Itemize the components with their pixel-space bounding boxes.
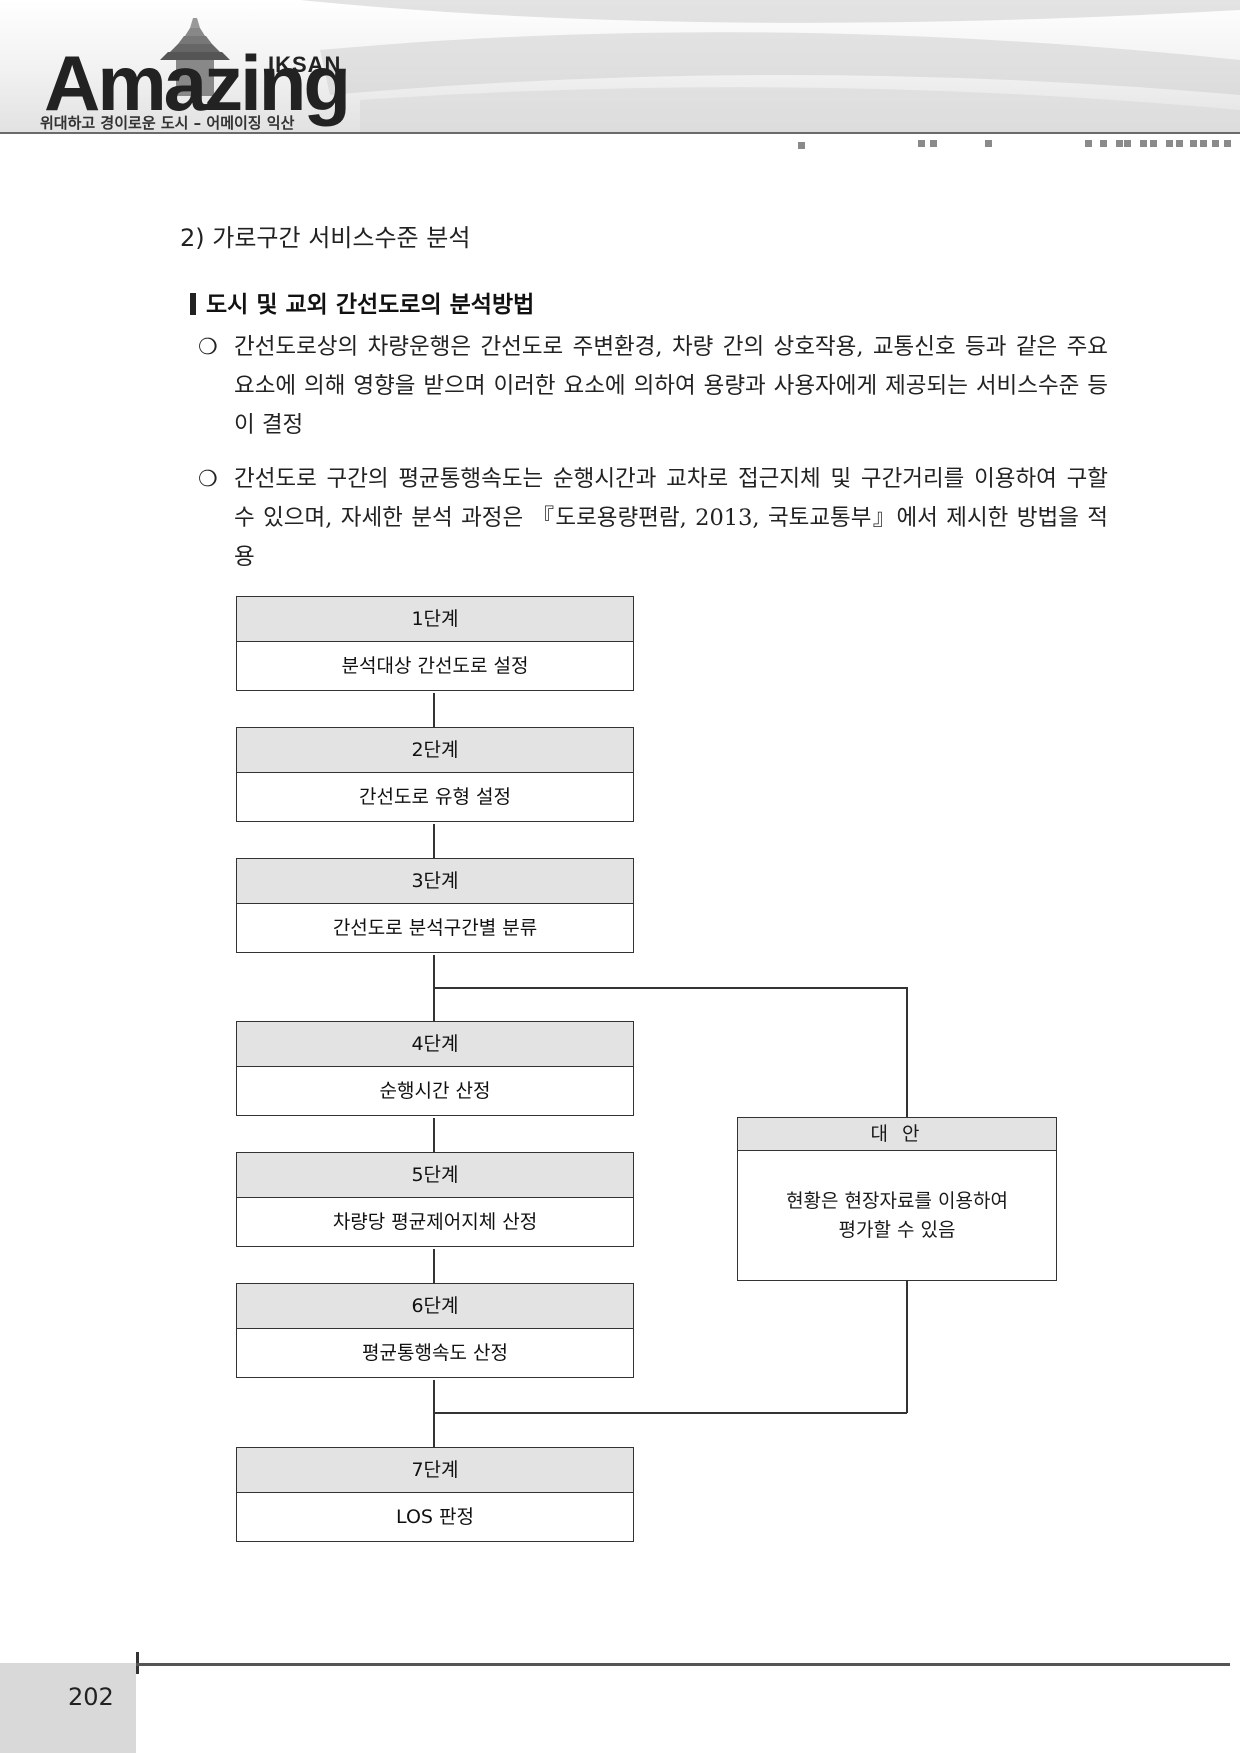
connector-4-5 (433, 1118, 435, 1152)
step-6-desc: 평균통행속도 산정 (237, 1329, 633, 1377)
step-4-label: 4단계 (237, 1022, 633, 1067)
alternative-desc: 현황은 현장자료를 이용하여 평가할 수 있음 (738, 1151, 1056, 1245)
connector-5-6 (433, 1249, 435, 1283)
connector-alt-top-h (433, 987, 907, 989)
connector-alt-bottom-v (906, 1280, 908, 1413)
flow-step-7: 7단계 LOS 판정 (236, 1447, 634, 1542)
step-5-desc: 차량당 평균제어지체 산정 (237, 1198, 633, 1246)
step-3-label: 3단계 (237, 859, 633, 904)
step-7-desc: LOS 판정 (237, 1493, 633, 1541)
footer-divider (136, 1663, 1230, 1666)
flow-step-4: 4단계 순행시간 산정 (236, 1021, 634, 1116)
connector-alt-bottom-h (433, 1412, 907, 1414)
alternative-box: 대 안 현황은 현장자료를 이용하여 평가할 수 있음 (737, 1117, 1057, 1281)
step-1-desc: 분석대상 간선도로 설정 (237, 642, 633, 690)
connector-6-7 (433, 1380, 435, 1448)
flow-step-1: 1단계 분석대상 간선도로 설정 (236, 596, 634, 691)
step-1-label: 1단계 (237, 597, 633, 642)
step-7-label: 7단계 (237, 1448, 633, 1493)
flow-step-3: 3단계 간선도로 분석구간별 분류 (236, 858, 634, 953)
flow-step-2: 2단계 간선도로 유형 설정 (236, 727, 634, 822)
step-3-desc: 간선도로 분석구간별 분류 (237, 904, 633, 952)
connector-2-3 (433, 824, 435, 858)
step-6-label: 6단계 (237, 1284, 633, 1329)
alternative-title: 대 안 (738, 1118, 1056, 1151)
flow-step-5: 5단계 차량당 평균제어지체 산정 (236, 1152, 634, 1247)
page-number: 202 (68, 1683, 114, 1711)
connector-1-2 (433, 693, 435, 727)
flow-step-6: 6단계 평균통행속도 산정 (236, 1283, 634, 1378)
step-2-desc: 간선도로 유형 설정 (237, 773, 633, 821)
step-5-label: 5단계 (237, 1153, 633, 1198)
step-4-desc: 순행시간 산정 (237, 1067, 633, 1115)
step-2-label: 2단계 (237, 728, 633, 773)
connector-3-4 (433, 955, 435, 1023)
alternative-desc-line-2: 평가할 수 있음 (738, 1216, 1056, 1245)
alternative-desc-line-1: 현황은 현장자료를 이용하여 (738, 1187, 1056, 1216)
connector-alt-top-v (906, 987, 908, 1118)
